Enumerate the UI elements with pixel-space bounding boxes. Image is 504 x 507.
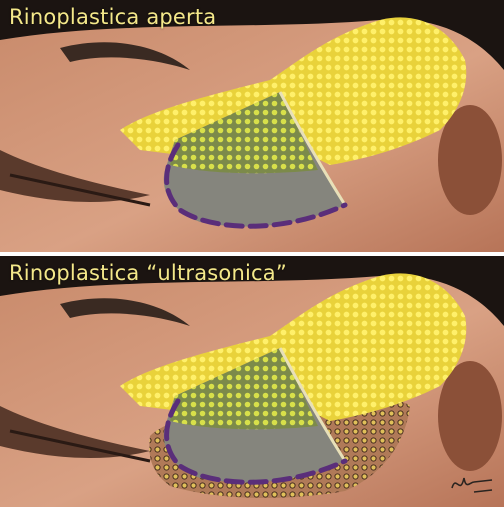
- panel-caption-ultrasonic: Rinoplastica “ultrasonica”: [9, 260, 287, 286]
- panel-open-rhinoplasty: Rinoplastica aperta: [0, 0, 504, 252]
- nose-illustration-ultrasonic: [0, 256, 504, 507]
- nose-illustration-open: [0, 0, 504, 252]
- panel-caption-open: Rinoplastica aperta: [9, 4, 216, 30]
- panel-ultrasonic-rhinoplasty: Rinoplastica “ultrasonica”: [0, 256, 504, 507]
